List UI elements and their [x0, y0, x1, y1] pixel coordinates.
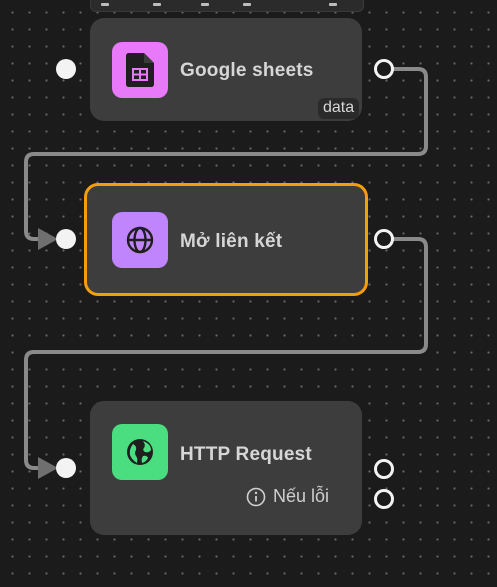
edge-arrowhead: [38, 457, 58, 479]
node-http-request[interactable]: HTTP Request Nếu lỗi: [90, 401, 362, 535]
error-label-text: Nếu lỗi: [273, 486, 330, 506]
toolbar-icon[interactable]: [153, 3, 161, 6]
node-title: Google sheets: [180, 60, 314, 81]
toolbar-icon[interactable]: [101, 3, 109, 6]
node-google-sheets[interactable]: Google sheets data: [90, 18, 362, 121]
input-port[interactable]: [56, 229, 76, 249]
google-sheets-icon: [112, 42, 168, 98]
toolbar-icon[interactable]: [329, 3, 337, 6]
error-branch-label: Nếu lỗi: [246, 486, 329, 507]
node-title: Mở liên kết: [180, 231, 283, 252]
output-data-badge: data: [318, 98, 360, 119]
output-port[interactable]: [374, 59, 394, 79]
output-port-error[interactable]: [374, 489, 394, 509]
edge-arrowhead: [38, 228, 58, 250]
info-icon: [246, 487, 266, 506]
node-open-link[interactable]: Mở liên kết: [84, 183, 368, 296]
node-toolbar[interactable]: [90, 0, 364, 12]
toolbar-icon[interactable]: [201, 3, 209, 6]
input-port[interactable]: [56, 59, 76, 79]
globe-filled-icon: [112, 424, 168, 480]
input-port[interactable]: [56, 458, 76, 478]
globe-icon: [112, 212, 168, 268]
output-port-success[interactable]: [374, 459, 394, 479]
node-title: HTTP Request: [180, 444, 312, 465]
output-port[interactable]: [374, 229, 394, 249]
toolbar-icon[interactable]: [243, 3, 251, 6]
